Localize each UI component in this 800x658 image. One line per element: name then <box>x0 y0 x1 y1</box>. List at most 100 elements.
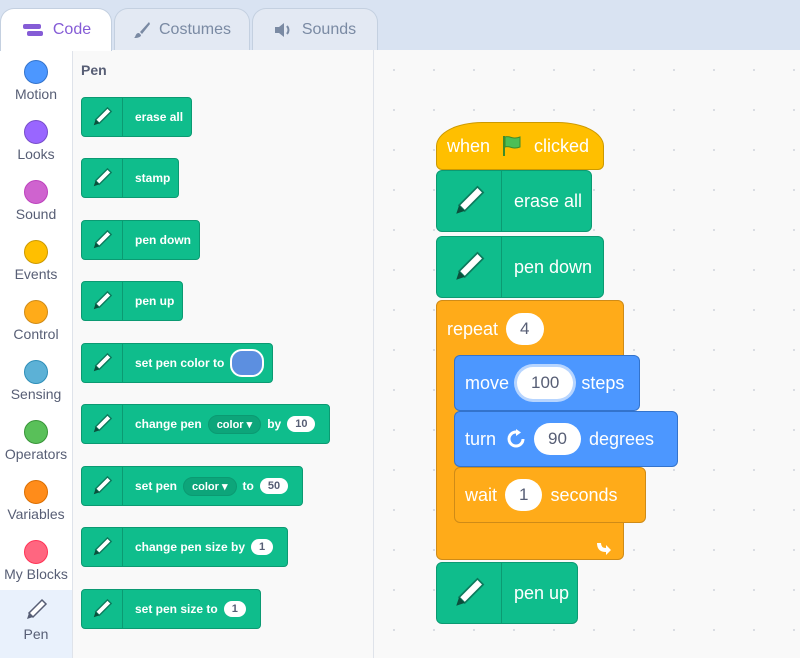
value-input[interactable]: 50 <box>259 478 289 494</box>
move-steps-block[interactable]: move 100 steps <box>454 355 640 411</box>
brush-icon <box>133 21 150 38</box>
erase-all-block[interactable]: erase all <box>81 97 193 137</box>
category-control[interactable]: Control <box>0 294 72 354</box>
operators-dot-icon <box>24 420 48 444</box>
wait-value-input[interactable]: 1 <box>505 479 543 511</box>
loop-arrow-icon <box>597 543 611 555</box>
degrees-label: degrees <box>588 428 655 449</box>
by-label: by <box>267 417 282 431</box>
block-label: erase all <box>135 110 184 124</box>
dropdown-value: color <box>192 480 219 493</box>
block-palette: Pen erase all stamp pen down pen up set … <box>73 50 374 658</box>
value-input[interactable]: 1 <box>223 601 246 617</box>
pen-icon <box>82 98 123 136</box>
move-label: move <box>465 372 510 393</box>
repeat-header: repeat 4 <box>447 313 552 345</box>
block-label: pen up <box>135 294 175 308</box>
when-flag-clicked-block[interactable]: when clicked <box>436 122 604 170</box>
editor-tabs: Code Costumes Sounds <box>0 0 800 51</box>
category-label: Control <box>13 326 59 342</box>
pen-icon <box>437 563 502 623</box>
tab-costumes[interactable]: Costumes <box>114 8 250 50</box>
pen-up-block[interactable]: pen up <box>81 281 184 321</box>
block-label: erase all <box>514 190 583 211</box>
tab-code-label: Code <box>52 21 92 38</box>
block-label: change pen <box>135 417 202 431</box>
script-workspace[interactable]: when clicked erase all pen down repeat 4… <box>374 50 800 658</box>
category-sound[interactable]: Sound <box>0 174 72 234</box>
param-dropdown[interactable]: color ▾ <box>207 414 262 434</box>
pen-icon <box>82 159 123 197</box>
when-label: when <box>447 135 491 156</box>
wait-seconds-block[interactable]: wait 1 seconds <box>454 467 646 523</box>
block-label: pen down <box>514 256 593 277</box>
green-flag-icon <box>503 136 521 156</box>
tab-code[interactable]: Code <box>0 8 112 51</box>
tab-sounds-label: Sounds <box>301 20 357 38</box>
repeat-label: repeat <box>447 318 499 339</box>
pen-icon <box>82 467 123 505</box>
color-swatch[interactable] <box>230 349 265 377</box>
value-input[interactable]: 1 <box>251 539 274 555</box>
block-label: change pen size by <box>135 540 246 554</box>
pen-icon <box>82 590 123 628</box>
move-value-input[interactable]: 100 <box>517 367 574 399</box>
erase-all-block[interactable]: erase all <box>436 170 592 232</box>
steps-label: steps <box>581 372 625 393</box>
pen-up-block[interactable]: pen up <box>436 562 578 624</box>
pen-icon <box>27 598 48 619</box>
pen-down-block[interactable]: pen down <box>436 236 604 298</box>
palette-title: Pen <box>81 62 107 78</box>
sound-dot-icon <box>24 180 48 204</box>
pen-icon <box>82 221 123 259</box>
turn-degrees-block[interactable]: turn 90 degrees <box>454 411 678 467</box>
set-pen-color-block[interactable]: set pen color to <box>81 343 274 383</box>
block-label: set pen size to <box>135 602 218 616</box>
caret-down-icon: ▾ <box>221 480 228 493</box>
motion-dot-icon <box>24 60 48 84</box>
category-pen[interactable]: Pen <box>0 590 72 658</box>
events-dot-icon <box>24 240 48 264</box>
value-input[interactable]: 10 <box>287 416 316 432</box>
pen-icon <box>82 344 123 382</box>
block-label: stamp <box>135 171 171 185</box>
category-looks[interactable]: Looks <box>0 114 72 174</box>
block-label: pen up <box>514 582 570 603</box>
category-sensing[interactable]: Sensing <box>0 354 72 414</box>
looks-dot-icon <box>24 120 48 144</box>
change-pen-param-block[interactable]: change pen color ▾ by 10 <box>81 404 331 444</box>
my-blocks-dot-icon <box>24 540 48 564</box>
change-pen-size-block[interactable]: change pen size by 1 <box>81 527 289 567</box>
tab-sounds[interactable]: Sounds <box>252 8 378 50</box>
category-menu: Motion Looks Sound Events Control Sensin… <box>0 50 73 658</box>
category-label: Sound <box>15 206 57 222</box>
turn-label: turn <box>465 428 497 449</box>
category-label: Events <box>14 266 58 282</box>
category-label: Variables <box>7 506 65 522</box>
category-variables[interactable]: Variables <box>0 474 72 534</box>
repeat-count-input[interactable]: 4 <box>506 313 544 345</box>
category-label: My Blocks <box>4 566 68 582</box>
sensing-dot-icon <box>24 360 48 384</box>
category-label: Pen <box>23 626 49 642</box>
category-events[interactable]: Events <box>0 234 72 294</box>
category-label: Sensing <box>10 386 62 402</box>
turn-value-input[interactable]: 90 <box>534 423 581 455</box>
block-label: pen down <box>135 233 191 247</box>
pen-down-block[interactable]: pen down <box>81 220 200 260</box>
control-dot-icon <box>24 300 48 324</box>
category-motion[interactable]: Motion <box>0 54 72 114</box>
set-pen-size-block[interactable]: set pen size to 1 <box>81 589 261 629</box>
param-dropdown[interactable]: color ▾ <box>183 476 237 496</box>
stamp-block[interactable]: stamp <box>81 158 180 198</box>
dropdown-value: color <box>216 418 244 431</box>
pen-icon <box>82 405 123 443</box>
block-label: set pen <box>135 479 178 493</box>
caret-down-icon: ▾ <box>246 418 253 431</box>
category-operators[interactable]: Operators <box>0 414 72 474</box>
category-label: Operators <box>4 446 68 462</box>
tab-costumes-label: Costumes <box>158 20 232 38</box>
category-my-blocks[interactable]: My Blocks <box>0 534 72 594</box>
block-label: set pen color to <box>135 356 225 370</box>
